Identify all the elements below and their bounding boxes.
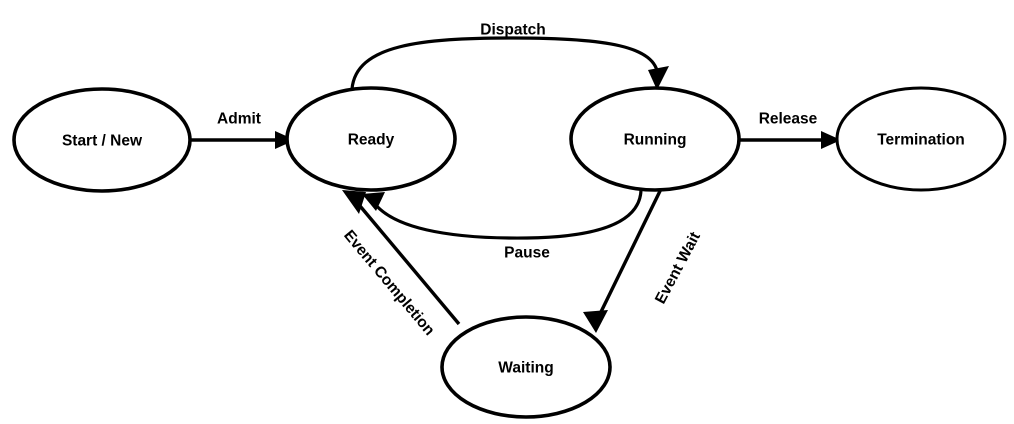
edge-label-event-wait: Event Wait	[652, 229, 704, 306]
transition-pause: Pause	[362, 189, 643, 262]
pause-arc	[370, 189, 643, 240]
dispatch-arc	[350, 36, 660, 90]
event-completion-line	[353, 198, 461, 326]
edge-label-pause: Pause	[504, 245, 550, 262]
transition-event-completion: Event Completion	[340, 190, 461, 339]
edge-label-release: Release	[759, 111, 818, 128]
event-wait-arrowhead-icon	[583, 310, 608, 333]
termination-ellipse	[835, 86, 1007, 192]
ready-ellipse	[285, 86, 457, 192]
transition-dispatch: Dispatch	[350, 22, 669, 90]
transition-admit: Admit	[190, 111, 295, 149]
state-label-waiting: Waiting	[498, 360, 553, 377]
state-label-termination: Termination	[877, 132, 965, 149]
admit-arrowhead-icon	[275, 131, 295, 149]
state-label-ready: Ready	[348, 132, 395, 149]
edge-label-dispatch: Dispatch	[480, 22, 545, 39]
pause-arrowhead-icon	[362, 192, 385, 211]
waiting-ellipse	[440, 315, 612, 419]
state-node-running[interactable]: Running	[569, 86, 741, 192]
state-node-ready[interactable]: Ready	[285, 86, 457, 192]
state-label-running: Running	[624, 132, 687, 149]
state-node-termination[interactable]: Termination	[835, 86, 1007, 192]
running-ellipse	[569, 86, 741, 192]
transition-release: Release	[739, 111, 841, 149]
event-wait-line	[596, 188, 663, 319]
state-node-start[interactable]: Start / New	[12, 87, 192, 193]
state-node-waiting[interactable]: Waiting	[440, 315, 612, 419]
transition-event-wait: Event Wait	[583, 188, 704, 333]
start-ellipse	[12, 87, 192, 193]
dispatch-arrowhead-icon	[648, 66, 669, 90]
event-completion-arrowhead-icon	[342, 190, 366, 214]
edge-label-admit: Admit	[217, 111, 261, 128]
state-label-start: Start / New	[62, 133, 143, 150]
release-arrowhead-icon	[821, 131, 841, 149]
